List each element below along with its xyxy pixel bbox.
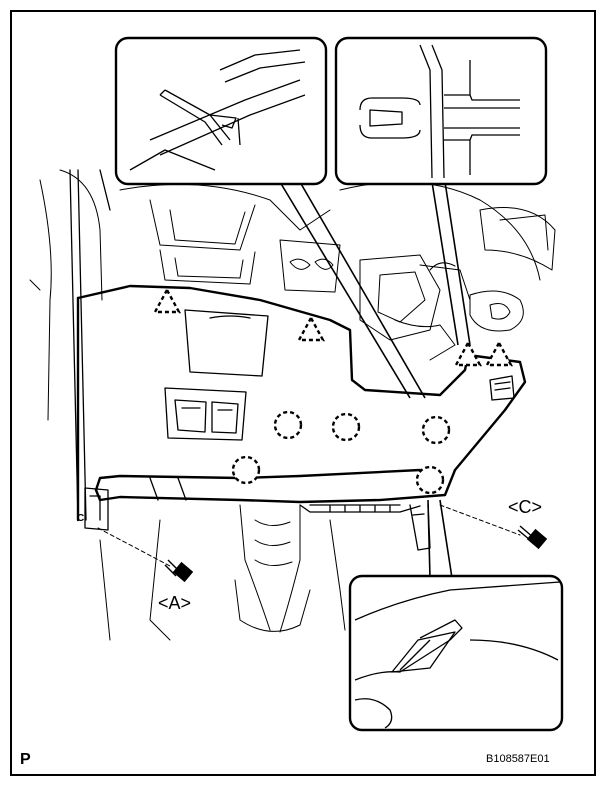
figure-code: B108587E01: [486, 753, 550, 765]
screw-leader-lines: [97, 504, 521, 567]
clip-markers: [231, 410, 451, 495]
screw-c-icon: [517, 525, 548, 550]
tag-c-label: C: [77, 513, 85, 524]
claw-marker-4: [484, 340, 514, 367]
inset-corner-detail: [348, 574, 564, 732]
left-pillar: [69, 169, 111, 521]
panel-recesses: [84, 309, 515, 551]
clip-marker-2: [331, 412, 361, 442]
clip-marker-1: [273, 410, 303, 440]
claw-markers: [152, 287, 514, 367]
claw-marker-3: [453, 340, 483, 367]
clip-marker-4: [231, 455, 261, 485]
claw-marker-1: [152, 287, 182, 314]
claw-marker-2: [296, 315, 326, 342]
steering-column-lower: [99, 504, 346, 641]
screw-c-label: <C>: [508, 497, 543, 517]
inset-clip-detail: [334, 36, 548, 186]
clip-marker-3: [421, 415, 451, 445]
lower-panel-outline: [76, 284, 527, 522]
screw-a-icon: [164, 559, 194, 583]
inset-leaders: [279, 181, 471, 579]
screw-a-label: <A>: [158, 593, 192, 613]
clip-marker-5: [415, 465, 445, 495]
corner-mark: P: [20, 751, 31, 768]
inset-claw-detail: [114, 36, 328, 186]
